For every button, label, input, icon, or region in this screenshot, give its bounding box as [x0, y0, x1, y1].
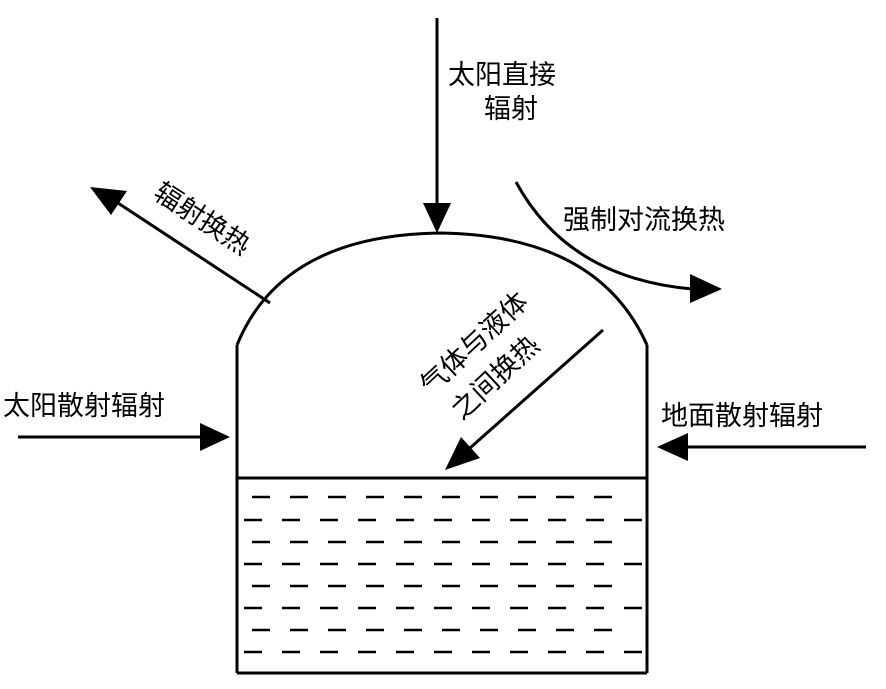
- tank: [235, 231, 649, 675]
- label-forced-convection: 强制对流换热: [563, 205, 725, 236]
- label-direct-radiation-2: 辐射: [484, 94, 538, 125]
- solar-scattered-arrow: [18, 423, 230, 451]
- direct-radiation-arrow: [423, 18, 451, 233]
- ground-scattered-arrow: [657, 433, 866, 461]
- gas-liquid-exchange-arrow: [445, 328, 604, 470]
- liquid-fill-pattern: [244, 495, 642, 654]
- label-ground-scattered: 地面散射辐射: [661, 401, 823, 432]
- radiative-exchange-arrow: [90, 187, 271, 305]
- tank-dome: [235, 231, 649, 346]
- label-direct-radiation-1: 太阳直接: [448, 60, 556, 91]
- forced-convection-arrow: [514, 181, 722, 303]
- label-radiative-exchange: 辐射换热: [148, 177, 255, 262]
- label-solar-scattered: 太阳散射辐射: [3, 391, 165, 422]
